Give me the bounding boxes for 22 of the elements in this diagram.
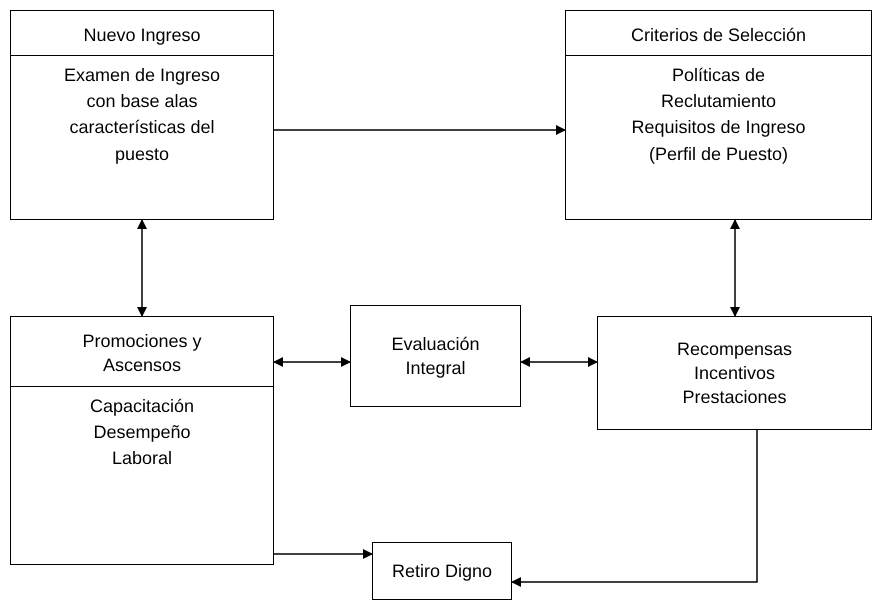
box-heading: Nuevo Ingreso bbox=[11, 11, 273, 56]
box-text: Recompensas Incentivos Prestaciones bbox=[676, 338, 794, 410]
arrow bbox=[511, 430, 758, 587]
process-box bbox=[372, 542, 512, 600]
box-text: Evaluación Integral bbox=[390, 332, 481, 380]
box-text: Capacitación Desempeño Laboral bbox=[88, 394, 196, 470]
process-box bbox=[565, 10, 872, 220]
process-box bbox=[350, 305, 521, 407]
box-text: Políticas de Reclutamiento Requisitos de Ingreso (Perfil de Puesto) bbox=[630, 64, 807, 166]
arrow bbox=[520, 357, 598, 367]
box-heading: Criterios de Selección bbox=[566, 11, 871, 56]
arrow bbox=[730, 219, 740, 317]
arrow bbox=[274, 549, 373, 559]
box-text: Retiro Digno bbox=[390, 560, 494, 583]
arrow bbox=[274, 125, 566, 135]
arrow bbox=[273, 357, 351, 367]
box-text: Examen de Ingreso con base alas características del puesto bbox=[62, 64, 222, 166]
process-box bbox=[10, 10, 274, 220]
process-box bbox=[597, 316, 872, 430]
process-box bbox=[10, 316, 274, 565]
arrow bbox=[137, 219, 147, 317]
box-heading: Promociones y Ascensos bbox=[11, 317, 273, 387]
